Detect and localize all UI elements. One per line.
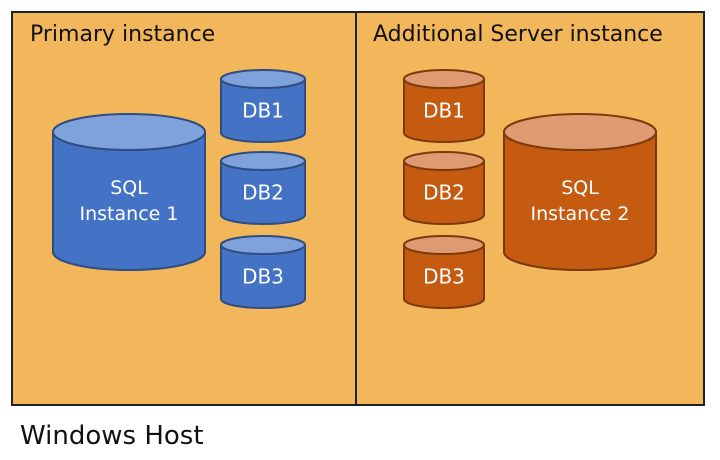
instance-2-db3-cylinder-label: DB3 <box>423 265 465 289</box>
sql-instance-1-cylinder-label: Instance 1 <box>80 203 179 225</box>
instance-2-db3-cylinder-top <box>403 235 485 255</box>
instance-2-db2-cylinder-top <box>403 151 485 171</box>
instance-1-db1-cylinder-body <box>220 78 306 143</box>
sql-instance-2-cylinder-label: Instance 2 <box>531 203 630 225</box>
instance-1-db3-cylinder-body <box>220 244 306 309</box>
sql-instance-2-cylinder-body <box>503 131 657 271</box>
instance-divider <box>355 11 357 406</box>
additional-instance-title: Additional Server instance <box>373 22 663 47</box>
instance-1-db2-cylinder-top <box>220 151 306 171</box>
instance-2-db1-cylinder-label: DB1 <box>423 99 465 123</box>
instance-1-db1-cylinder: DB1 <box>220 69 306 143</box>
sql-instance-2-cylinder: SQL Instance 2 <box>503 113 657 271</box>
instance-2-db2-cylinder-label: DB2 <box>423 181 465 205</box>
instance-2-db3-cylinder: DB3 <box>403 235 485 309</box>
sql-instance-1-cylinder: SQL Instance 1 <box>52 113 206 271</box>
sql-instance-2-cylinder-label: SQL <box>561 177 599 199</box>
instance-2-db3-cylinder-body <box>403 244 485 309</box>
instance-1-db3-cylinder-label: DB3 <box>242 265 284 289</box>
instance-1-db2-cylinder-label: DB2 <box>242 181 284 205</box>
instance-2-db1-cylinder-body <box>403 78 485 143</box>
instance-1-db1-cylinder-label: DB1 <box>242 99 284 123</box>
primary-instance-title: Primary instance <box>30 22 216 47</box>
instance-1-db3-cylinder: DB3 <box>220 235 306 309</box>
instance-1-db3-cylinder-top <box>220 235 306 255</box>
sql-instance-2-cylinder-top <box>503 113 657 151</box>
sql-instance-1-cylinder-label: SQL <box>110 177 148 199</box>
instance-2-db1-cylinder: DB1 <box>403 69 485 143</box>
instance-1-db2-cylinder-body <box>220 160 306 225</box>
instance-2-db1-cylinder-top <box>403 69 485 89</box>
sql-instance-1-cylinder-top <box>52 113 206 151</box>
instance-1-db1-cylinder-top <box>220 69 306 89</box>
instance-2-db2-cylinder: DB2 <box>403 151 485 225</box>
instance-1-db2-cylinder: DB2 <box>220 151 306 225</box>
sql-instance-1-cylinder-body <box>52 131 206 271</box>
instance-2-db2-cylinder-body <box>403 160 485 225</box>
windows-host-label: Windows Host <box>20 421 204 451</box>
